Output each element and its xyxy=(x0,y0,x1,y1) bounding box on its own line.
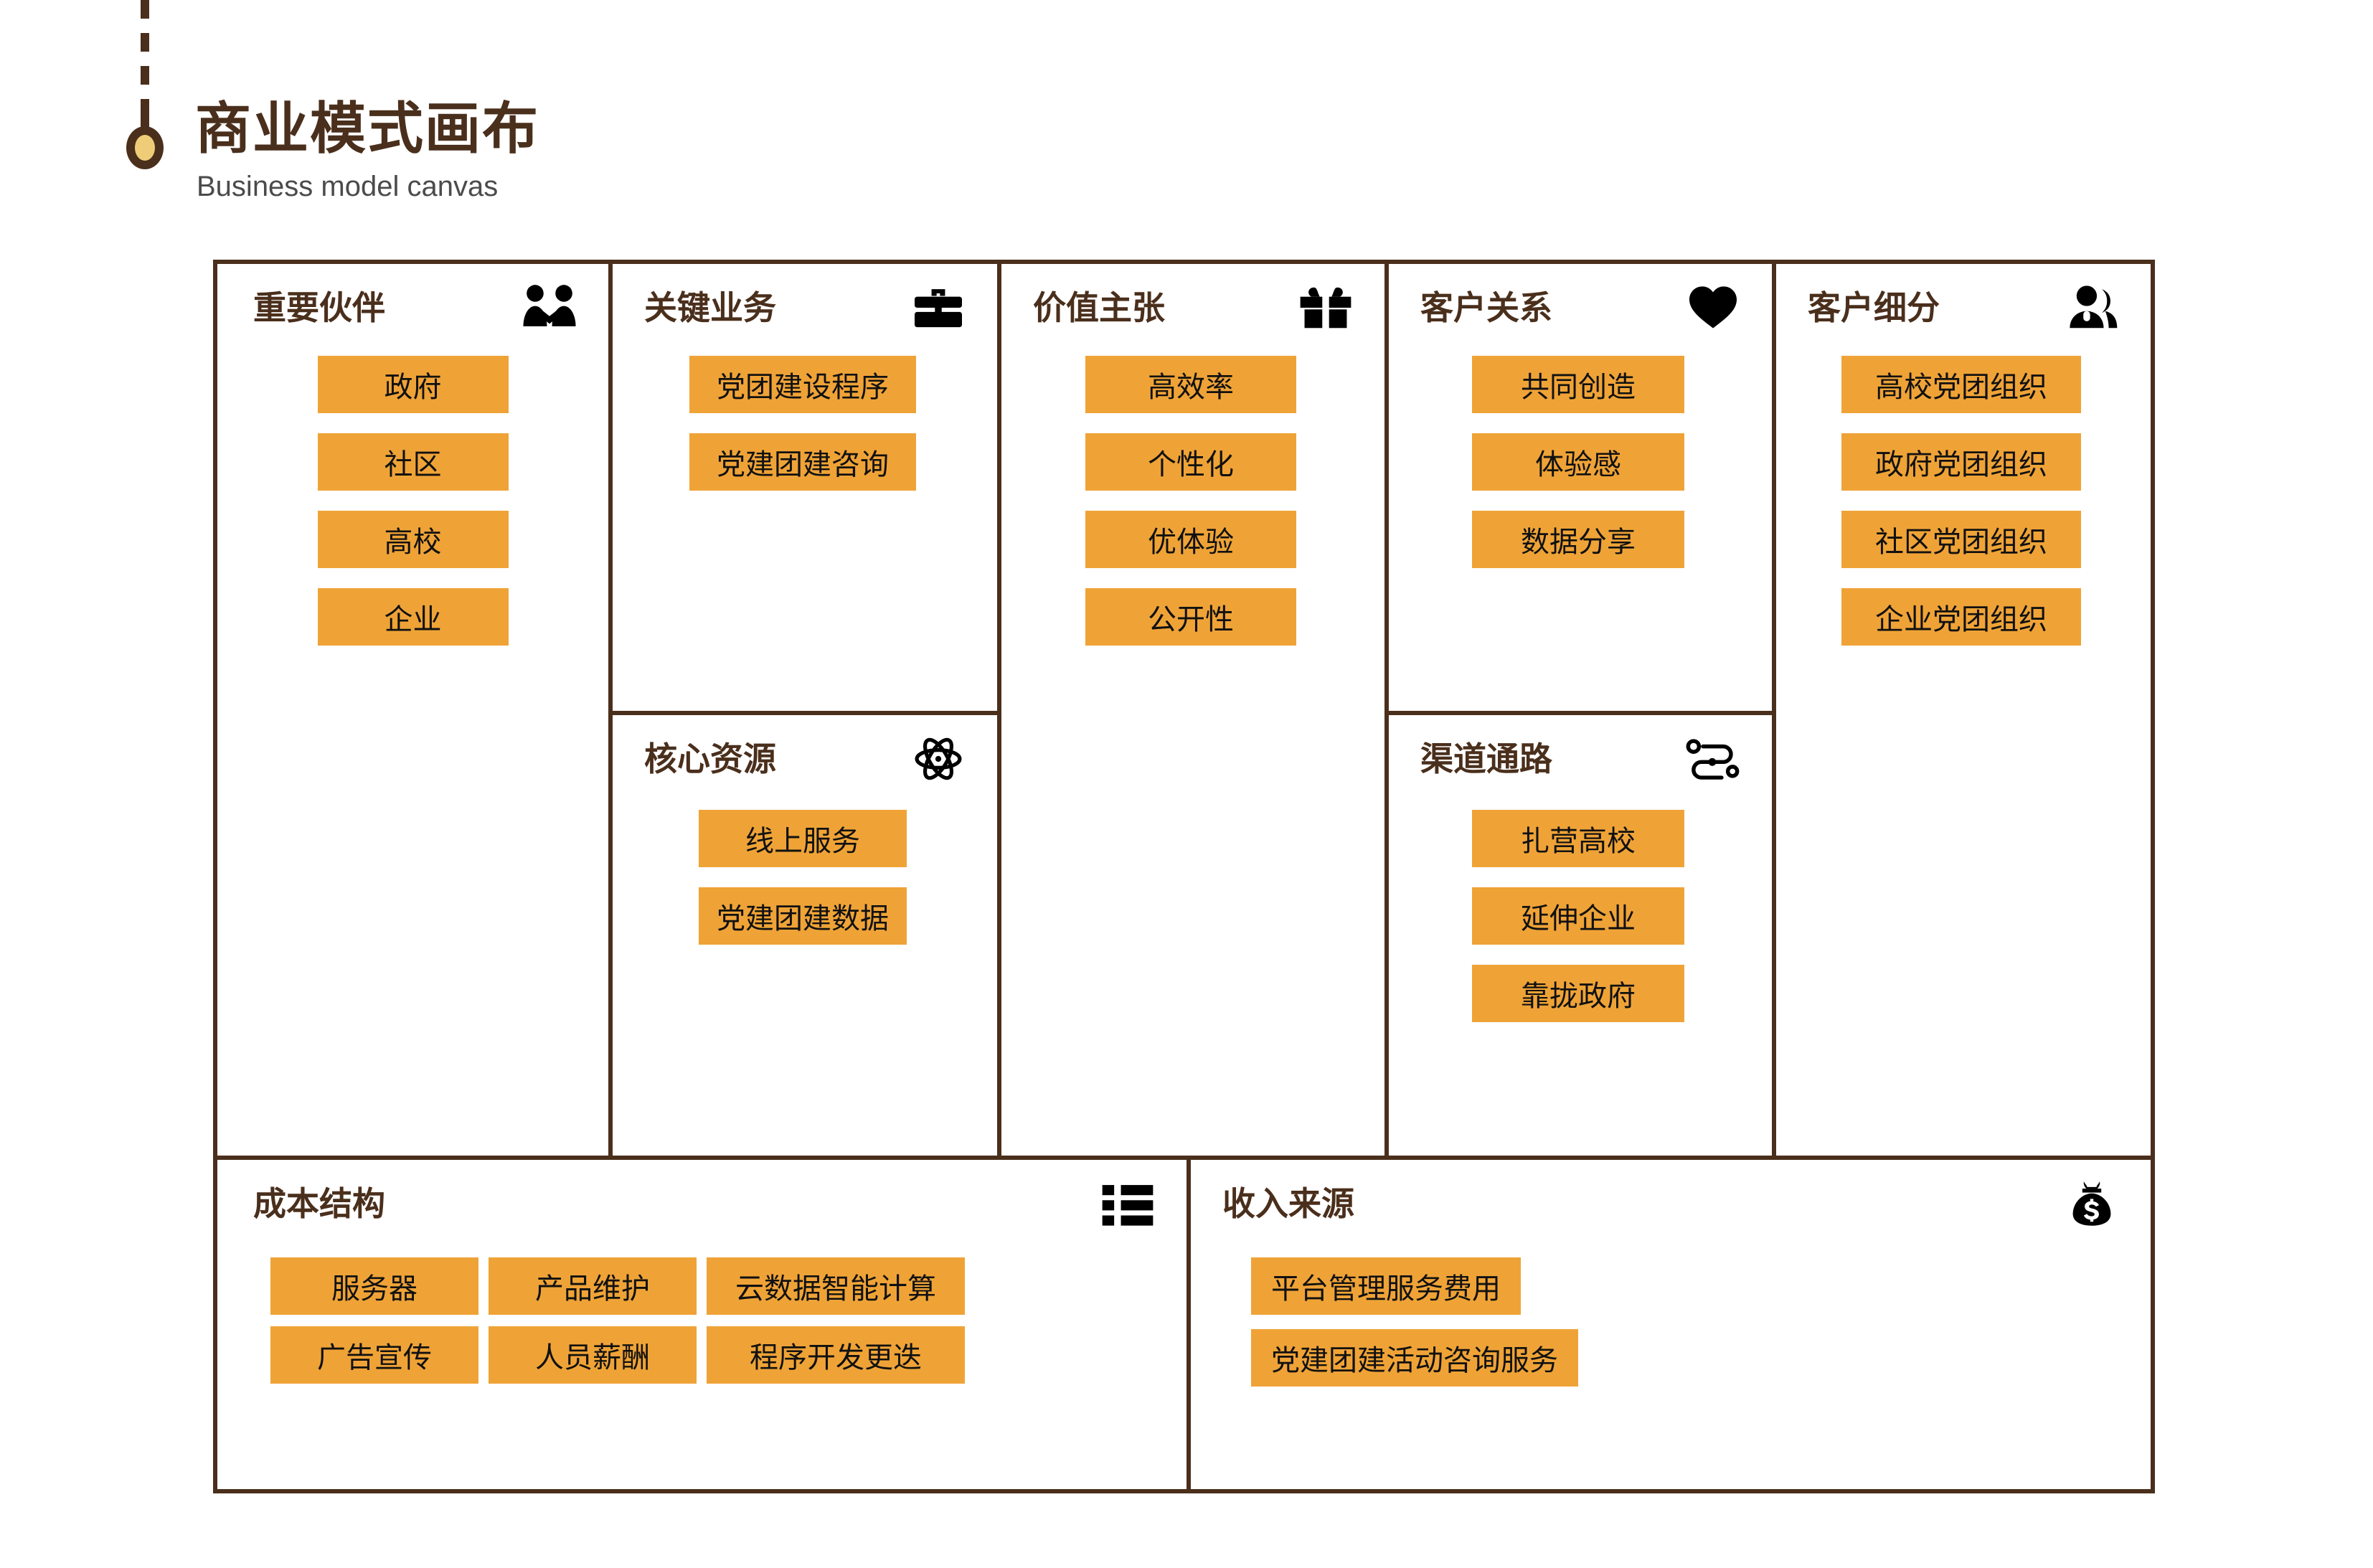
section-customer-segments: 客户细分 高校党团组织 政府党团组织 社区党团组织 企业党团组织 xyxy=(1772,260,2155,1160)
section-key-resources: 核心资源 线上服务 党建团建数据 xyxy=(608,711,1001,1160)
people-group-icon xyxy=(2065,284,2119,331)
money-bag-icon xyxy=(2065,1180,2119,1227)
section-revenue-streams: 收入来源 平台管理服务费用 党建团建活动咨询服务 xyxy=(1186,1156,2155,1493)
note-item[interactable]: 广告宣传 xyxy=(270,1326,478,1384)
section-header: 渠道通路 xyxy=(1384,715,1772,794)
page-subtitle: Business model canvas xyxy=(197,171,499,202)
note-list: 共同创造 体验感 数据分享 xyxy=(1384,356,1772,588)
note-item[interactable]: 数据分享 xyxy=(1472,511,1684,568)
note-item[interactable]: 高校 xyxy=(317,511,509,568)
section-header: 价值主张 xyxy=(997,264,1384,343)
section-header: 关键业务 xyxy=(608,264,997,343)
note-list: 党团建设程序 党建团建咨询 xyxy=(608,356,997,511)
atom-icon xyxy=(911,735,966,783)
section-key-activities: 关键业务 党团建设程序 党建团建咨询 xyxy=(608,260,1001,715)
note-item[interactable]: 线上服务 xyxy=(699,810,907,867)
section-title: 收入来源 xyxy=(1222,1185,1354,1222)
note-item[interactable]: 高校党团组织 xyxy=(1841,356,2081,413)
business-model-canvas-grid: 重要伙伴 政府 社区 高校 企业 关键业务 xyxy=(213,260,2155,1493)
pin-bulb-icon xyxy=(126,126,164,169)
note-list: 平台管理服务费用 党建团建活动咨询服务 xyxy=(1251,1257,1578,1401)
section-title: 关键业务 xyxy=(644,289,776,326)
section-title: 渠道通路 xyxy=(1420,740,1552,778)
briefcase-icon xyxy=(911,284,966,331)
note-item[interactable]: 党团建设程序 xyxy=(689,356,916,413)
section-header: 成本结构 xyxy=(217,1160,1186,1239)
section-cost-structure: 成本结构 服务器 产品维护 云数据智能计算 广告宣传 人员薪酬 程序开发更迭 xyxy=(213,1156,1191,1493)
section-key-partners: 重要伙伴 政府 社区 高校 企业 xyxy=(213,260,613,1160)
note-item[interactable]: 公开性 xyxy=(1085,588,1296,646)
note-item[interactable]: 社区党团组织 xyxy=(1841,511,2081,568)
note-list: 服务器 产品维护 云数据智能计算 广告宣传 人员薪酬 程序开发更迭 xyxy=(270,1257,965,1384)
section-header: 收入来源 xyxy=(1186,1160,2151,1239)
note-item[interactable]: 靠拢政府 xyxy=(1472,965,1684,1022)
note-item[interactable]: 社区 xyxy=(317,433,509,491)
section-title: 重要伙伴 xyxy=(253,289,385,326)
route-network-icon xyxy=(1686,735,1740,783)
section-title: 客户关系 xyxy=(1420,289,1552,326)
note-item[interactable]: 政府 xyxy=(317,356,509,413)
note-list: 政府 社区 高校 企业 xyxy=(217,356,608,666)
note-item[interactable]: 扎营高校 xyxy=(1472,810,1684,867)
gift-icon xyxy=(1298,284,1353,331)
note-item[interactable]: 高效率 xyxy=(1085,356,1296,413)
note-item[interactable]: 党建团建数据 xyxy=(699,887,907,945)
section-title: 成本结构 xyxy=(253,1185,385,1222)
note-item[interactable]: 人员薪酬 xyxy=(489,1326,697,1384)
note-item[interactable]: 党建团建咨询 xyxy=(689,433,916,491)
section-title: 客户细分 xyxy=(1808,289,1940,326)
note-list: 高效率 个性化 优体验 公开性 xyxy=(997,356,1384,666)
list-blocks-icon xyxy=(1100,1180,1155,1227)
note-item[interactable]: 企业党团组织 xyxy=(1841,588,2081,646)
pin-dashed-line-icon xyxy=(141,0,149,115)
two-people-partners-icon xyxy=(522,284,577,331)
section-header: 核心资源 xyxy=(608,715,997,794)
note-list: 线上服务 党建团建数据 xyxy=(608,810,997,965)
page-header: 商业模式画布 Business model canvas xyxy=(0,0,2373,244)
note-list: 扎营高校 延伸企业 靠拢政府 xyxy=(1384,810,1772,1042)
note-item[interactable]: 服务器 xyxy=(270,1257,478,1315)
note-item[interactable]: 优体验 xyxy=(1085,511,1296,568)
section-title: 核心资源 xyxy=(644,740,776,778)
note-item[interactable]: 政府党团组织 xyxy=(1841,433,2081,491)
note-item[interactable]: 程序开发更迭 xyxy=(707,1326,965,1384)
section-value-propositions: 价值主张 高效率 个性化 优体验 公开性 xyxy=(997,260,1389,1160)
note-item[interactable]: 体验感 xyxy=(1472,433,1684,491)
section-header: 客户关系 xyxy=(1384,264,1772,343)
heart-icon xyxy=(1686,284,1740,331)
note-item[interactable]: 企业 xyxy=(317,588,509,646)
note-item[interactable]: 产品维护 xyxy=(489,1257,697,1315)
section-customer-relationships: 客户关系 共同创造 体验感 数据分享 xyxy=(1384,260,1776,715)
note-item[interactable]: 平台管理服务费用 xyxy=(1251,1257,1521,1315)
note-item[interactable]: 共同创造 xyxy=(1472,356,1684,413)
section-channels: 渠道通路 扎营高校 延伸企业 靠拢政府 xyxy=(1384,711,1776,1160)
section-header: 客户细分 xyxy=(1772,264,2151,343)
note-item[interactable]: 云数据智能计算 xyxy=(707,1257,965,1315)
note-item[interactable]: 党建团建活动咨询服务 xyxy=(1251,1329,1578,1387)
section-header: 重要伙伴 xyxy=(217,264,608,343)
note-item[interactable]: 个性化 xyxy=(1085,433,1296,491)
note-list: 高校党团组织 政府党团组织 社区党团组织 企业党团组织 xyxy=(1772,356,2151,666)
page-title: 商业模式画布 xyxy=(195,97,540,160)
section-title: 价值主张 xyxy=(1033,289,1165,326)
note-item[interactable]: 延伸企业 xyxy=(1472,887,1684,945)
